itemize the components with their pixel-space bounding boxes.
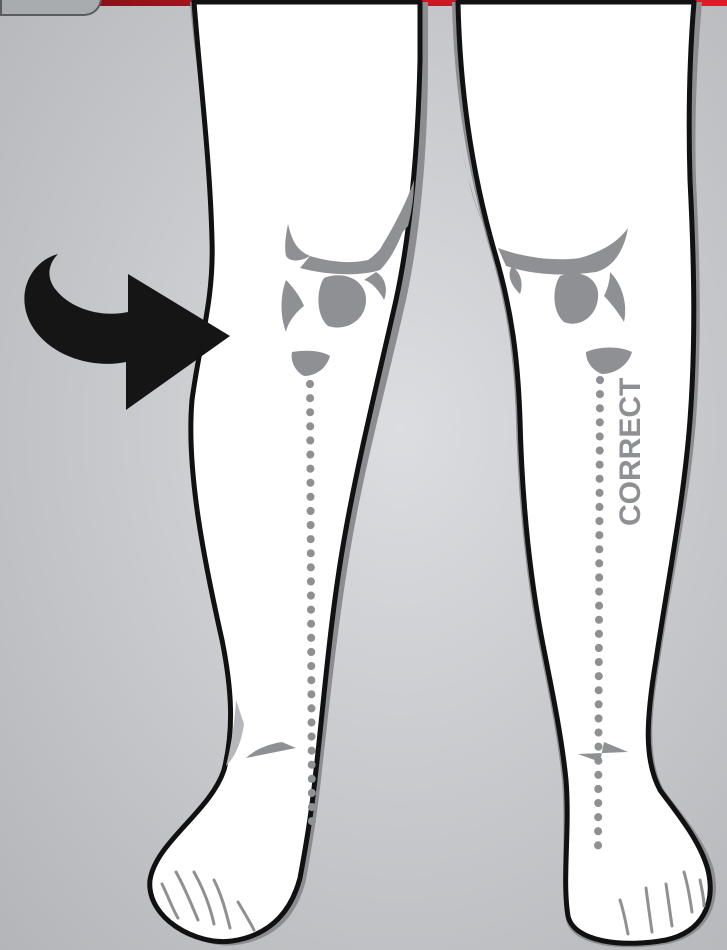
correct-label: CORRECT [614, 378, 647, 526]
right-leg [452, 2, 716, 947]
right-alignment-line [598, 380, 600, 858]
left-leg [150, 2, 428, 946]
left-alignment-line [310, 384, 312, 832]
left-leg-body [150, 2, 420, 942]
